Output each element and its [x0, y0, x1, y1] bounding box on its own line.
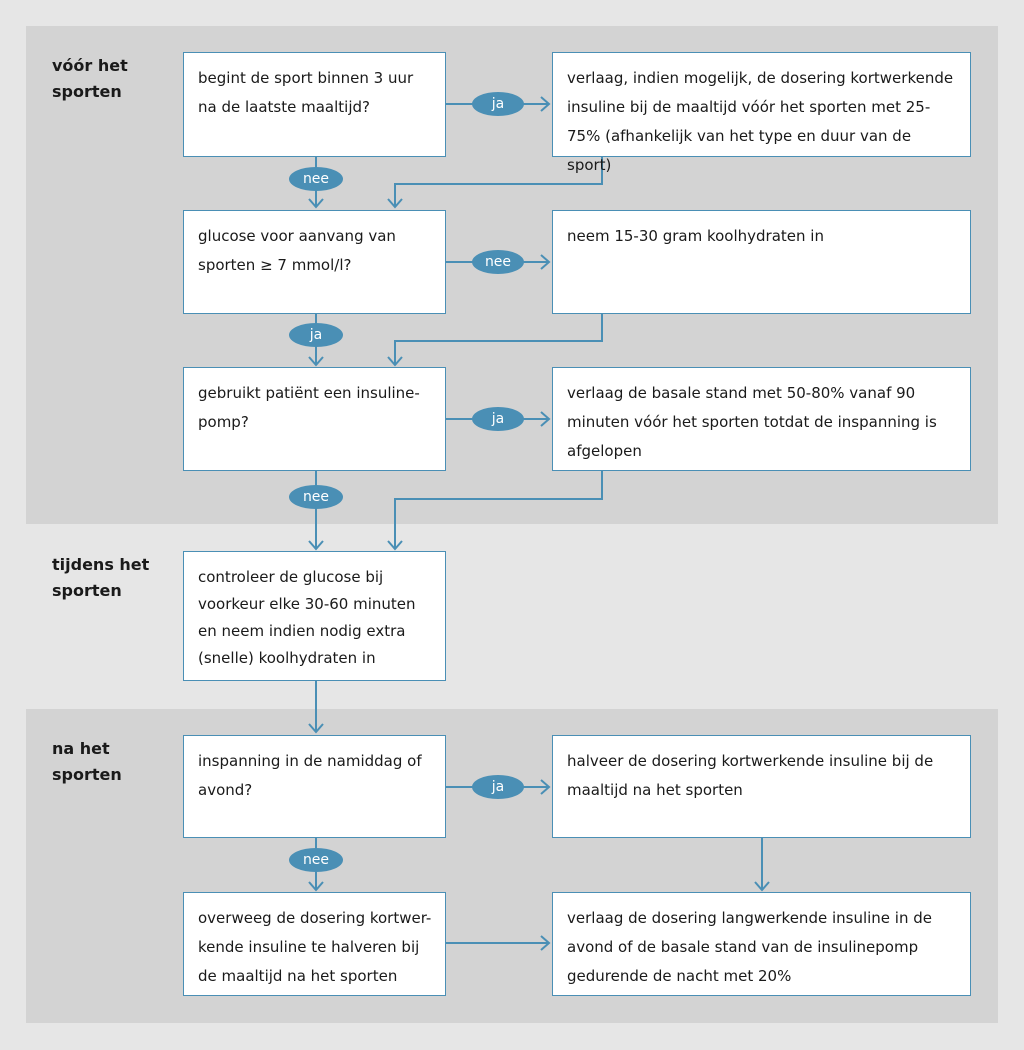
- action-box-lower-basal: verlaag de basale stand met 50-80% vanaf…: [552, 367, 971, 471]
- no-pill-q2: nee: [472, 250, 524, 274]
- question-box-glucose-level: glucose voor aanvang van sporten ≥ 7 mmo…: [183, 210, 446, 314]
- action-box-monitor-glucose: controleer de glucose bij voorkeur elke …: [183, 551, 446, 681]
- action-box-carbohydrates: neem 15-30 gram koolhydraten in: [552, 210, 971, 314]
- no-pill-q4: nee: [289, 848, 343, 872]
- section-label-after: na het sporten: [52, 739, 122, 784]
- action-box-consider-halving: overweeg de dosering kortwer-kende insul…: [183, 892, 446, 996]
- question-box-insulin-pump: gebruikt patiënt een insuline-pomp?: [183, 367, 446, 471]
- action-box-lower-bolus: verlaag, indien mogelijk, de dosering ko…: [552, 52, 971, 174]
- no-pill-q3: nee: [289, 485, 343, 509]
- section-label-before: vóór het sporten: [52, 56, 128, 101]
- section-label-during: tijdens het sporten: [52, 555, 150, 600]
- question-box-afternoon-evening: inspanning in de namiddag of avond?: [183, 735, 446, 838]
- yes-pill-q1: ja: [472, 92, 524, 116]
- action-box-lower-long-acting: verlaag de dosering langwerkende insulin…: [552, 892, 971, 996]
- yes-pill-q2: ja: [289, 323, 343, 347]
- question-box-meal-timing: begint de sport binnen 3 uur na de laats…: [183, 52, 446, 157]
- yes-pill-q4: ja: [472, 775, 524, 799]
- no-pill-q1: nee: [289, 167, 343, 191]
- yes-pill-q3: ja: [472, 407, 524, 431]
- action-box-halve-bolus: halveer de dosering kortwerkende insulin…: [552, 735, 971, 838]
